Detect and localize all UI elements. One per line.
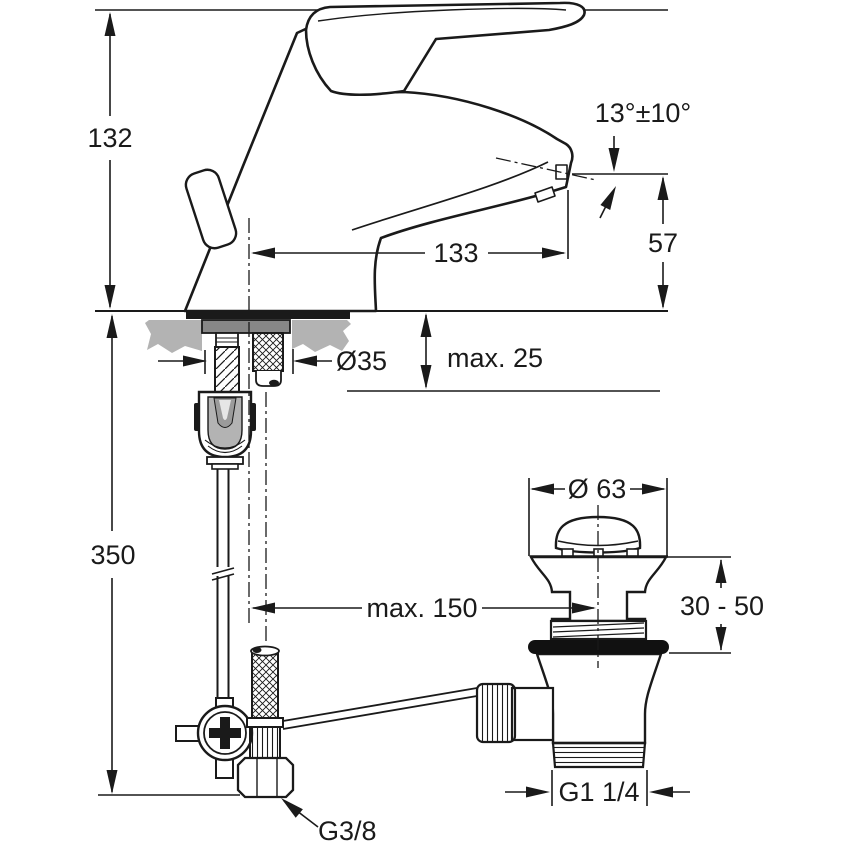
dim-spout-reach: 133 — [433, 238, 478, 268]
dim-rod-reach: max. 150 — [366, 593, 477, 623]
supply-hex-nut — [236, 756, 295, 799]
supply-hose — [211, 469, 235, 707]
fitting-wedge-highlight — [219, 400, 231, 420]
hose-collar — [215, 332, 239, 348]
cap-foot-right — [626, 548, 639, 557]
arrowheads — [104, 12, 727, 818]
dim-hole-diameter: Ø35 — [336, 346, 387, 376]
valve-body-knurl — [249, 726, 281, 759]
fitting-tab-right — [250, 403, 256, 431]
waste-tailpiece — [535, 652, 663, 745]
side-lever — [184, 168, 238, 250]
counter-cut-left — [145, 320, 202, 353]
fitting-tab-left — [194, 403, 200, 431]
threaded-shank — [252, 332, 284, 372]
hose-braided-upper — [214, 346, 240, 393]
pop-up-waste — [475, 515, 669, 769]
hose-braided-lower — [250, 645, 280, 719]
dim-deck-thickness: max. 25 — [447, 343, 543, 373]
outlet-step — [534, 186, 556, 203]
dim-spout-height: 57 — [648, 228, 678, 258]
faucet — [183, 1, 586, 313]
dimension-labels: 132 13°±10° 133 57 Ø35 max. 25 350 Ø 63 … — [87, 98, 764, 846]
spout-axis-incline — [495, 157, 597, 181]
dim-waste-cap-diameter: Ø 63 — [568, 474, 627, 504]
dim-waste-deck-range: 30 - 50 — [680, 591, 764, 621]
counter-cut-right — [292, 320, 351, 352]
lever-handle — [304, 1, 586, 97]
valve-body-flange — [246, 717, 284, 728]
dim-spout-angle: 13°±10° — [595, 98, 691, 128]
mounting-flange — [201, 319, 291, 334]
mounting — [201, 319, 291, 393]
counter-section — [145, 320, 351, 353]
pop-up-rod — [282, 687, 478, 730]
valve-cross-icon — [209, 717, 241, 749]
dim-waste-thread: G1 1/4 — [558, 777, 639, 807]
spout-inner-line — [351, 161, 549, 231]
valve-arm-left — [175, 725, 201, 742]
dim-hose-length: 350 — [90, 540, 135, 570]
angle-valve — [175, 697, 295, 799]
waste-thread — [551, 741, 647, 769]
dim-supply-thread: G3/8 — [318, 816, 377, 846]
rod-coupling-nut — [475, 682, 517, 744]
cap-foot-left — [561, 548, 574, 557]
fitting-hatch — [204, 439, 246, 454]
handle-top-line — [317, 7, 567, 22]
centerlines — [248, 157, 599, 668]
waste-inlet-stub — [510, 686, 555, 742]
tube-rolled-edge — [269, 379, 279, 387]
fitting-collar-2 — [211, 463, 239, 470]
quick-connect-fitting — [194, 390, 256, 470]
fitting-collar-1 — [206, 456, 244, 465]
dim-overall-height: 132 — [87, 123, 132, 153]
faucet-base-strip — [186, 312, 350, 319]
